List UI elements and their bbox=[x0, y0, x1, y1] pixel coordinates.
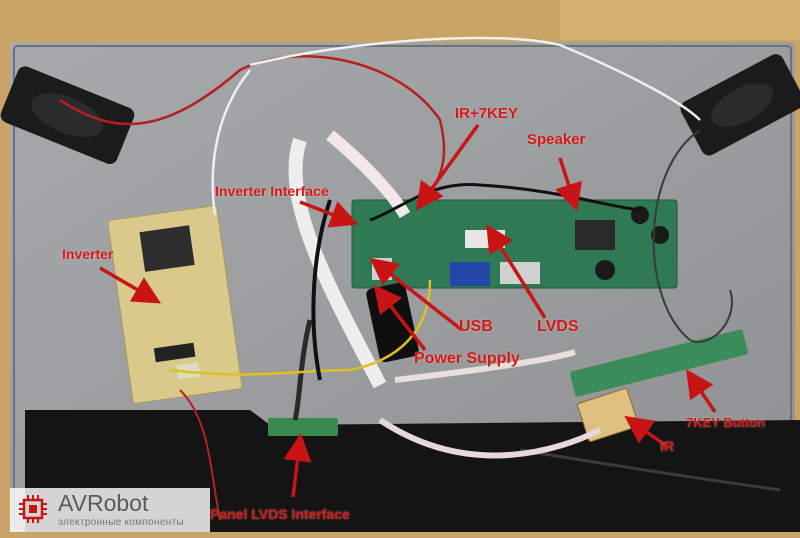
annotation-arrows bbox=[99, 123, 717, 498]
label-ir-7key: IR+7KEY bbox=[455, 105, 518, 122]
left-speaker bbox=[0, 66, 135, 165]
black-film bbox=[25, 410, 800, 532]
label-panel-lvds-interface: Panel LVDS Interface bbox=[210, 506, 350, 522]
label-lvds: LVDS bbox=[537, 318, 579, 335]
arrow-ir-7key bbox=[415, 123, 480, 211]
arrow-panel-lvds bbox=[283, 433, 312, 498]
label-speaker: Speaker bbox=[527, 131, 586, 148]
label-inverter: Inverter bbox=[62, 246, 114, 262]
label-ir: IR bbox=[660, 438, 674, 454]
arrow-speaker bbox=[555, 157, 582, 212]
chip-logo-icon bbox=[19, 495, 47, 523]
avrobot-watermark: AVRobot электронные компоненты bbox=[10, 488, 210, 532]
arrow-lvds bbox=[486, 224, 547, 319]
label-inverter-interface: Inverter Interface bbox=[215, 183, 329, 199]
key-button-board bbox=[570, 329, 748, 397]
panel-lvds-connector bbox=[268, 418, 338, 436]
label-power-supply: Power Supply bbox=[414, 350, 520, 367]
arrow-inverter bbox=[99, 266, 162, 304]
arrow-usb bbox=[369, 257, 464, 332]
right-speaker bbox=[680, 54, 800, 156]
arrow-ir bbox=[624, 415, 667, 447]
arrow-power-supply bbox=[373, 284, 427, 352]
label-usb: USB bbox=[459, 318, 493, 335]
arrow-key-button bbox=[686, 369, 717, 413]
watermark-tagline: электронные компоненты bbox=[58, 517, 184, 528]
inverter-board bbox=[107, 205, 243, 404]
label-key-button: 7KEY Button bbox=[686, 415, 766, 430]
ir-board bbox=[577, 387, 639, 443]
watermark-brand: AVRobot bbox=[58, 490, 149, 516]
arrow-inverter-interface bbox=[299, 200, 359, 228]
